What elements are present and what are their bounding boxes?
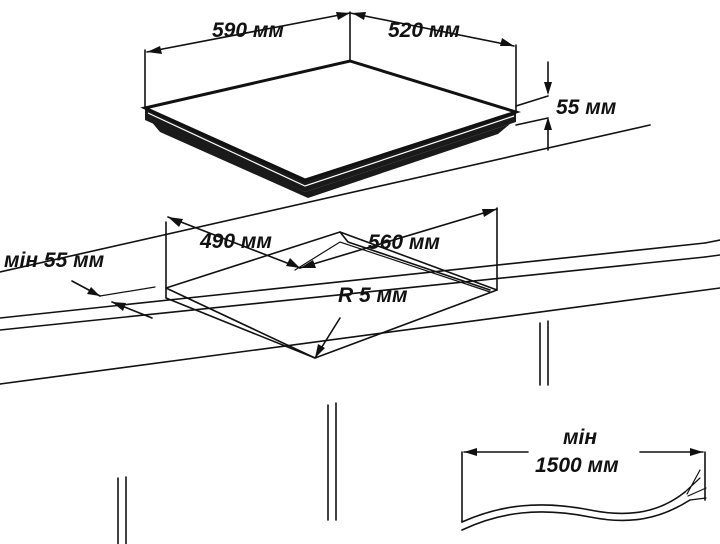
countertop	[0, 124, 720, 544]
cooktop-hob	[140, 59, 521, 198]
countertop-front-bottom-edge	[0, 256, 706, 331]
countertop-underside-edge	[0, 287, 720, 385]
hob-top-surface	[140, 59, 521, 182]
cutout-depth-label: 490 мм	[199, 230, 272, 253]
cabinet-legs	[117, 320, 549, 544]
cutout-depth-dimension-line	[167, 216, 301, 269]
hob-depth-label: 520 мм	[388, 19, 460, 42]
cutout-width-dimension-line	[299, 208, 498, 269]
cable-length-label: 1500 мм	[535, 454, 619, 477]
hob-width-label: 590 мм	[212, 19, 284, 42]
hob-height-label: 55 мм	[556, 96, 617, 119]
cable-min-label: мін	[563, 426, 597, 449]
countertop-back-edge	[0, 124, 651, 273]
hob-width-dimension-line	[146, 12, 351, 53]
cable-line	[461, 491, 686, 523]
cutout-width-label: 560 мм	[368, 231, 440, 254]
corner-radius-label: R 5 мм	[338, 284, 408, 307]
min-edge-distance-label: мін 55 мм	[4, 249, 105, 272]
power-cable	[461, 448, 707, 531]
hob-dimensions	[144, 11, 552, 151]
min-edge-distance-arrows	[71, 280, 156, 319]
hob-depth-dimension-line	[349, 12, 515, 47]
cutout	[165, 207, 498, 359]
hob-side-edge	[145, 108, 516, 192]
